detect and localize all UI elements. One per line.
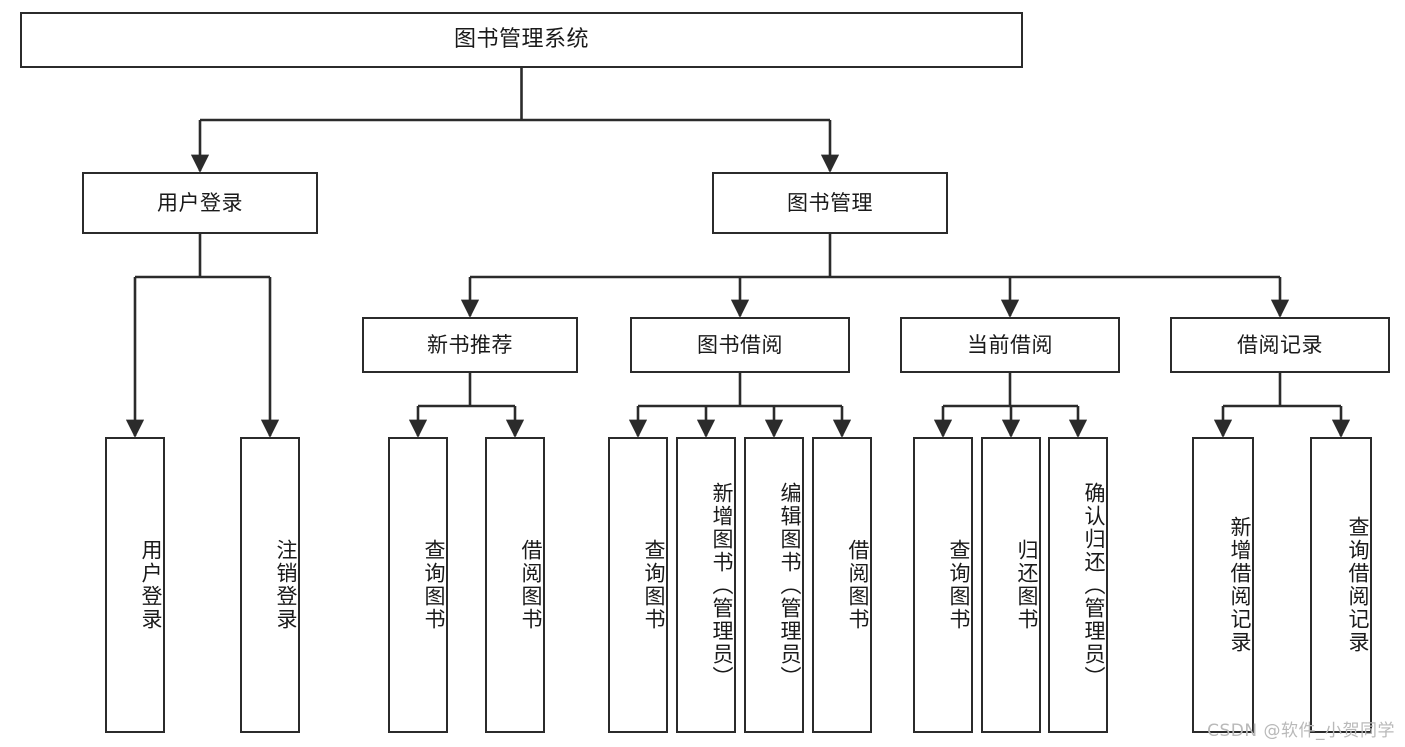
node-new-book-recommend[interactable]: 新书推荐	[362, 317, 578, 373]
node-borrow-record[interactable]: 借阅记录	[1170, 317, 1390, 373]
node-book-manage[interactable]: 图书管理	[712, 172, 948, 234]
node-book-borrow-label: 图书借阅	[697, 332, 783, 357]
node-leaf-cb-query-book[interactable]: 查询图书	[913, 437, 973, 733]
node-leaf-nbr-query-book-label: 查询图书	[422, 539, 446, 631]
node-leaf-cb-query-book-label: 查询图书	[947, 539, 971, 631]
node-leaf-br-add-record[interactable]: 新增借阅记录	[1192, 437, 1254, 733]
node-leaf-br-add-record-label: 新增借阅记录	[1228, 516, 1252, 654]
node-leaf-bb-add-book[interactable]: 新增图书（管理员）	[676, 437, 736, 733]
node-leaf-cb-return-book[interactable]: 归还图书	[981, 437, 1041, 733]
node-leaf-bb-edit-book[interactable]: 编辑图书（管理员）	[744, 437, 804, 733]
node-borrow-record-label: 借阅记录	[1237, 332, 1323, 357]
node-leaf-bb-edit-book-label: 编辑图书（管理员）	[778, 481, 802, 689]
node-leaf-logout[interactable]: 注销登录	[240, 437, 300, 733]
node-leaf-user-login[interactable]: 用户登录	[105, 437, 165, 733]
node-current-borrow[interactable]: 当前借阅	[900, 317, 1120, 373]
node-current-borrow-label: 当前借阅	[967, 332, 1053, 357]
node-leaf-bb-query-book-label: 查询图书	[642, 539, 666, 631]
node-leaf-br-query-record-label: 查询借阅记录	[1346, 516, 1370, 654]
node-leaf-bb-query-book[interactable]: 查询图书	[608, 437, 668, 733]
node-root-label: 图书管理系统	[453, 27, 589, 53]
node-leaf-bb-add-book-label: 新增图书（管理员）	[710, 481, 734, 689]
node-new-book-recommend-label: 新书推荐	[427, 332, 513, 357]
node-book-manage-label: 图书管理	[787, 190, 873, 215]
csdn-watermark: CSDN @软件_小贺同学	[1207, 721, 1395, 741]
node-leaf-cb-return-book-label: 归还图书	[1015, 539, 1039, 631]
node-book-borrow[interactable]: 图书借阅	[630, 317, 850, 373]
node-user-login[interactable]: 用户登录	[82, 172, 318, 234]
node-leaf-br-query-record[interactable]: 查询借阅记录	[1310, 437, 1372, 733]
node-leaf-nbr-borrow-book[interactable]: 借阅图书	[485, 437, 545, 733]
node-leaf-cb-confirm-return-label: 确认归还（管理员）	[1082, 481, 1106, 689]
node-leaf-logout-label: 注销登录	[274, 539, 298, 631]
node-leaf-user-login-label: 用户登录	[139, 539, 163, 631]
node-leaf-bb-borrow-book-label: 借阅图书	[846, 539, 870, 631]
node-leaf-bb-borrow-book[interactable]: 借阅图书	[812, 437, 872, 733]
node-root[interactable]: 图书管理系统	[20, 12, 1023, 68]
node-leaf-cb-confirm-return[interactable]: 确认归还（管理员）	[1048, 437, 1108, 733]
node-leaf-nbr-query-book[interactable]: 查询图书	[388, 437, 448, 733]
node-user-login-label: 用户登录	[157, 190, 243, 215]
node-leaf-nbr-borrow-book-label: 借阅图书	[519, 539, 543, 631]
